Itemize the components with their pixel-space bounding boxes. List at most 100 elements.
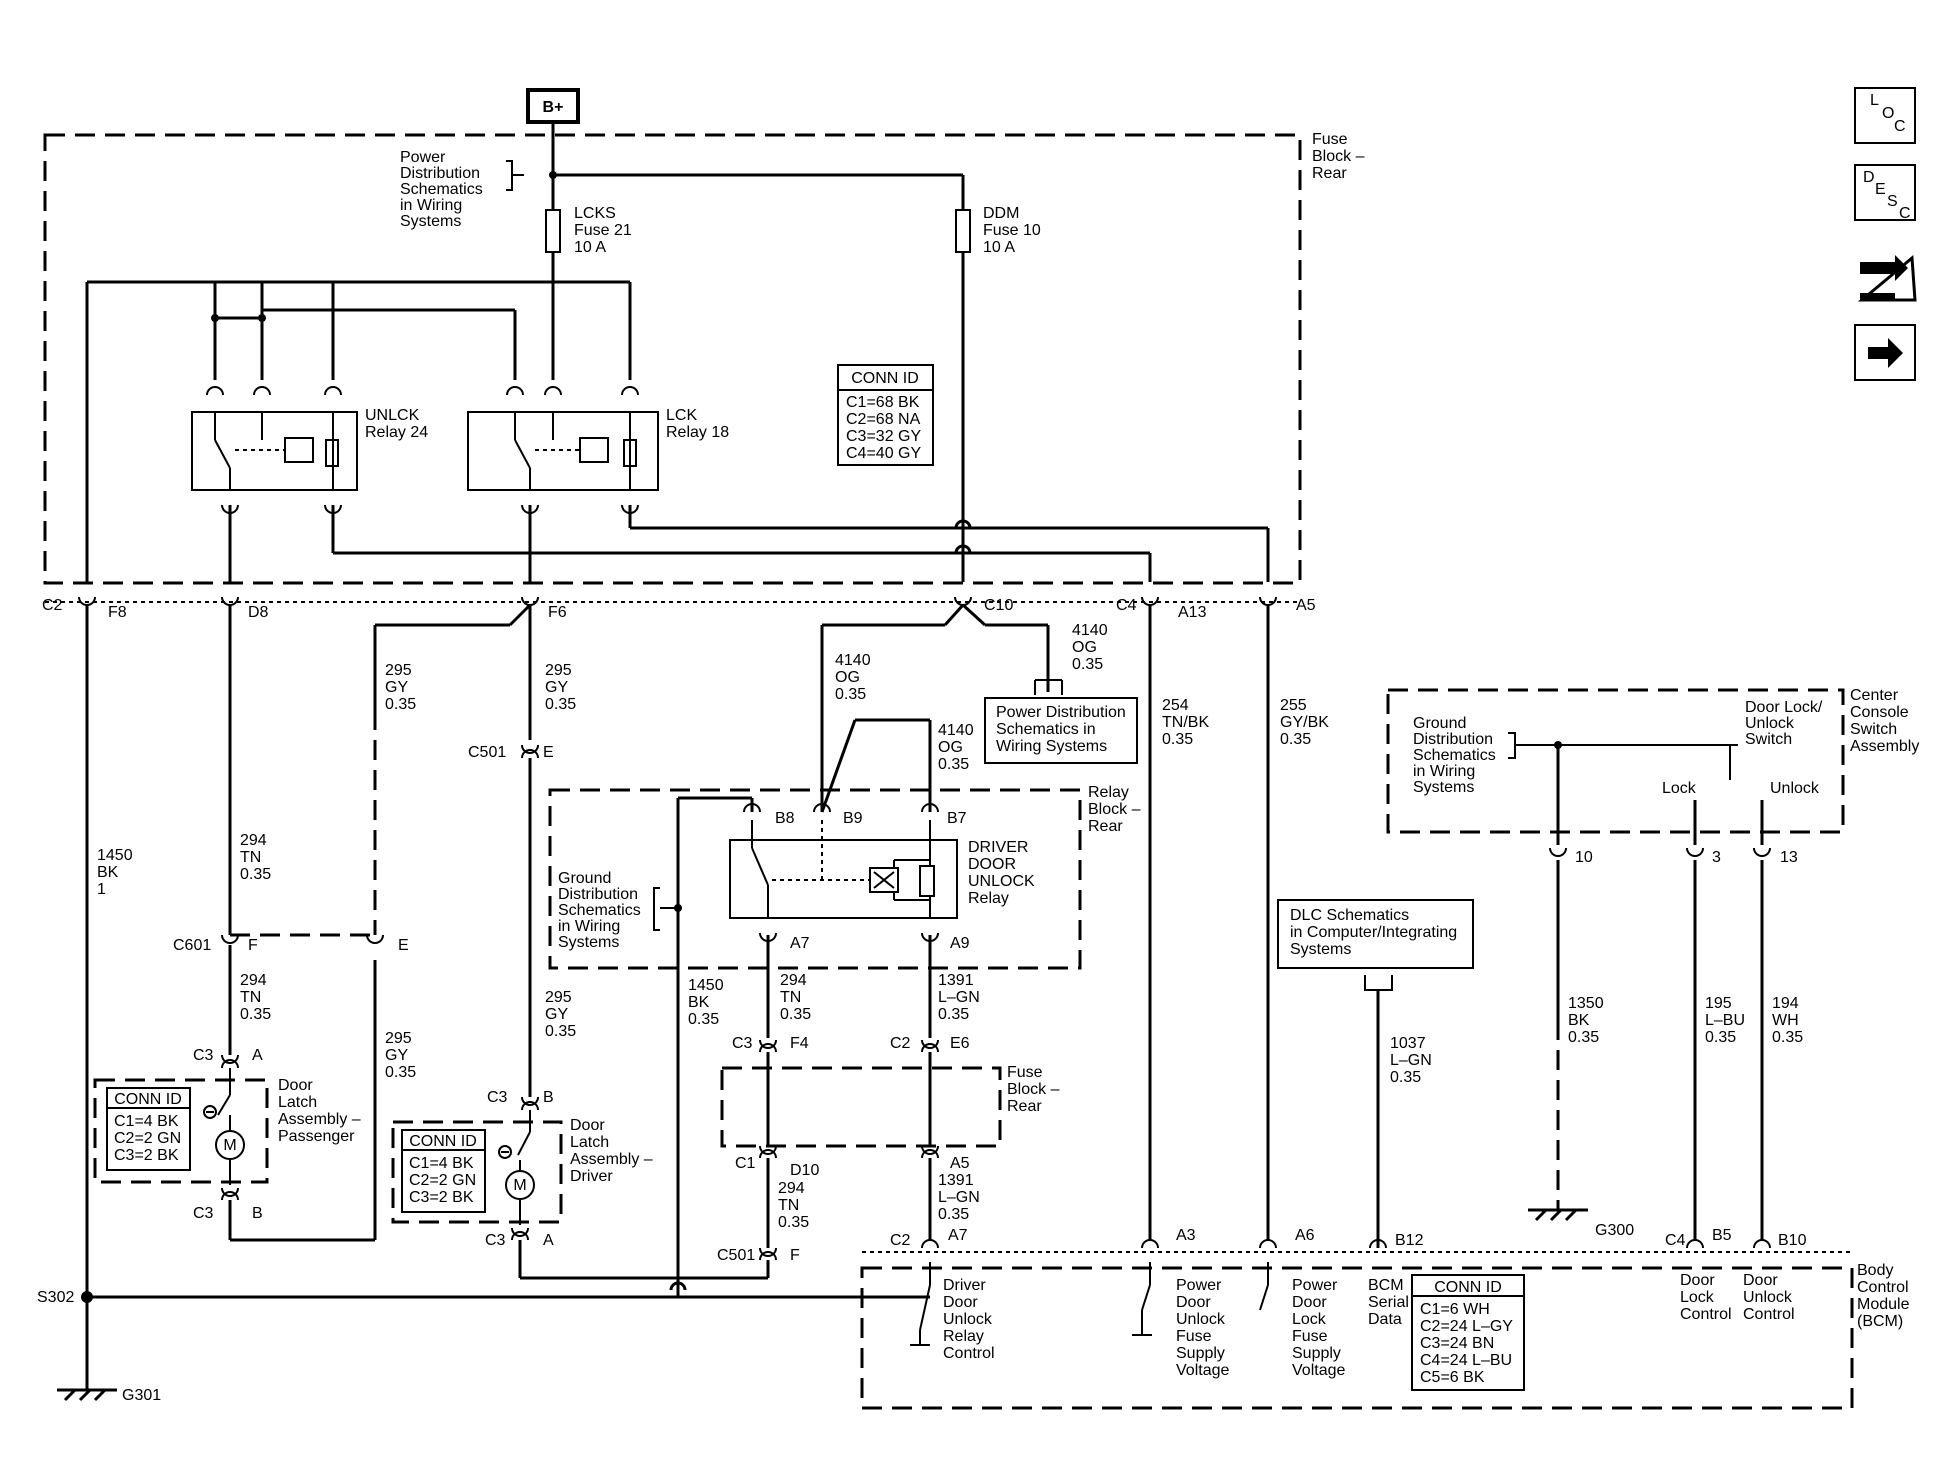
power-dist-top-label-line-5: Systems bbox=[400, 213, 461, 230]
bcm-driver-unlock-label-line-2: Door bbox=[943, 1294, 978, 1311]
conn-id-bcm-line-line-3: C3=24 BN bbox=[1420, 1335, 1494, 1352]
lck-relay-label-line-2: Relay 18 bbox=[666, 424, 729, 441]
power-dist-top-label-line-3: Schematics bbox=[400, 181, 483, 198]
relay-block-rear-label-line-1: Relay bbox=[1088, 784, 1129, 801]
conn-id-driver-line-line-2: C2=2 GN bbox=[409, 1172, 476, 1189]
relay-block-rear-label-line-3: Rear bbox=[1088, 818, 1123, 835]
driver-latch-label-line-1: Door bbox=[570, 1117, 605, 1134]
conn-id-bcm-line-line-5: C5=6 BK bbox=[1420, 1369, 1485, 1386]
conn-id-fuse-block-line-line-1: C1=68 BK bbox=[846, 394, 920, 411]
relay-block-rear-label-line-2: Block – bbox=[1088, 801, 1141, 818]
arrow-right-icon bbox=[1868, 338, 1903, 368]
lcks-fuse-label-line-1: LCKS bbox=[574, 205, 616, 222]
center-console-ground-label-line-4: in Wiring bbox=[1413, 763, 1475, 780]
ddm-fuse-label-line-2: Fuse 10 bbox=[983, 222, 1041, 239]
loc-icon[interactable] bbox=[1854, 87, 1916, 144]
passenger-latch-label-line-2: Latch bbox=[278, 1094, 317, 1111]
driver-latch-label-line-2: Latch bbox=[570, 1134, 609, 1151]
center-console-lock-label: Lock bbox=[1662, 780, 1697, 797]
driver-door-unlock-relay-label-line-4: Relay bbox=[968, 890, 1009, 907]
c601-conn: C601 bbox=[173, 937, 211, 954]
wire-195-line-2: L–BU bbox=[1705, 1012, 1745, 1029]
center-console-label-line-4: Assembly bbox=[1850, 738, 1919, 755]
wire-295-mid-line-1: 295 bbox=[545, 662, 572, 679]
bcm-lock-fuse-label-line-2: Door bbox=[1292, 1294, 1327, 1311]
wire-255-line-3: 0.35 bbox=[1280, 731, 1311, 748]
relay-block-rear-outline bbox=[548, 788, 1082, 970]
wire-1391-a-line-2: L–GN bbox=[938, 989, 980, 1006]
lower-c1-conn: C1 bbox=[735, 1155, 756, 1172]
desc-icon-letter: D bbox=[1863, 169, 1875, 186]
center-console-ground-label-line-1: Ground bbox=[1413, 715, 1466, 732]
wire-194-line-3: 0.35 bbox=[1772, 1029, 1803, 1046]
console-pin-3: 3 bbox=[1712, 849, 1721, 866]
passenger-pin-a: A bbox=[252, 1047, 263, 1064]
driver-latch-label-line-3: Assembly – bbox=[570, 1151, 653, 1168]
b-plus-label: B+ bbox=[543, 99, 564, 116]
bcm-pin-b10: B10 bbox=[1778, 1232, 1807, 1249]
c501-f-conn: C501 bbox=[717, 1247, 755, 1264]
power-dist-top-label-line-2: Distribution bbox=[400, 165, 480, 182]
wire-295-left-line-2: GY bbox=[385, 679, 408, 696]
pin-f6: F6 bbox=[548, 604, 567, 621]
passenger-latch-outline bbox=[93, 1078, 269, 1184]
c501-e-conn: C501 bbox=[468, 744, 506, 761]
pin-a7: A7 bbox=[790, 935, 810, 952]
bcm-lock-control-label-line-3: Control bbox=[1680, 1306, 1732, 1323]
wire-1450-left-line-3: 1 bbox=[97, 881, 106, 898]
bcm-driver-unlock-label-line-5: Control bbox=[943, 1345, 995, 1362]
desc-icon[interactable] bbox=[1854, 164, 1916, 221]
wiring-diagram-icon[interactable] bbox=[1857, 254, 1917, 302]
bcm-unlock-control-label-line-1: Door bbox=[1743, 1272, 1778, 1289]
fuse-block-lower-label-line-1: Fuse bbox=[1007, 1064, 1043, 1081]
wire-4140-b-line-1: 4140 bbox=[835, 652, 871, 669]
unlck-relay-label-line-1: UNLCK bbox=[365, 407, 420, 424]
wire-295-mid-line-3: 0.35 bbox=[545, 696, 576, 713]
wire-295-left-line-3: 0.35 bbox=[385, 696, 416, 713]
center-console-outline bbox=[1386, 688, 1845, 834]
lower-pin-d10: D10 bbox=[790, 1162, 819, 1179]
lck-relay-label-line-1: LCK bbox=[666, 407, 697, 424]
center-console-switch-label-line-3: Switch bbox=[1745, 731, 1792, 748]
ground-dist-relay-label-line-1: Ground bbox=[558, 870, 611, 887]
power-dist-box-label-line-1: Power Distribution bbox=[996, 704, 1126, 721]
bcm-c2-conn: C2 bbox=[890, 1232, 911, 1249]
conn-id-bcm-line-line-1: C1=6 WH bbox=[1420, 1301, 1490, 1318]
driver-door-unlock-relay-label-line-3: UNLOCK bbox=[968, 873, 1035, 890]
wire-4140-c-line-2: OG bbox=[938, 739, 963, 756]
g300-label: G300 bbox=[1595, 1222, 1634, 1239]
wire-1350-line-2: BK bbox=[1568, 1012, 1590, 1029]
svg-text:M: M bbox=[513, 1177, 526, 1194]
center-console-label-line-3: Switch bbox=[1850, 721, 1897, 738]
bcm-lock-fuse-label-line-3: Lock bbox=[1292, 1311, 1327, 1328]
wire-1450-left-line-1: 1450 bbox=[97, 847, 133, 864]
bcm-serial-label-line-3: Data bbox=[1368, 1311, 1402, 1328]
wire-195-line-3: 0.35 bbox=[1705, 1029, 1736, 1046]
lcks-fuse-icon bbox=[545, 209, 561, 253]
wire-294-low-line-3: 0.35 bbox=[778, 1214, 809, 1231]
conn-id-bcm-line-line-2: C2=24 L–GY bbox=[1420, 1318, 1513, 1335]
g301-ground-icon bbox=[57, 1388, 117, 1402]
wire-294-top-line-2: TN bbox=[240, 849, 261, 866]
wire-1391-b-line-2: L–GN bbox=[938, 1189, 980, 1206]
power-dist-box bbox=[984, 697, 1138, 764]
bcm-driver-unlock-label-line-4: Relay bbox=[943, 1328, 984, 1345]
b-plus-box bbox=[526, 88, 580, 124]
bcm-lock-control-label-line-1: Door bbox=[1680, 1272, 1715, 1289]
dlc-box-label-line-1: DLC Schematics bbox=[1290, 907, 1409, 924]
wire-294-mid-line-1: 294 bbox=[240, 972, 267, 989]
wire-195-line-1: 195 bbox=[1705, 995, 1732, 1012]
loc-icon-letter: L bbox=[1870, 92, 1879, 109]
pin-b9: B9 bbox=[843, 810, 863, 827]
pin-c10: C10 bbox=[984, 597, 1013, 614]
wire-4140-a-line-3: 0.35 bbox=[1072, 656, 1103, 673]
conn-id-fuse-block-line-line-4: C4=40 GY bbox=[846, 445, 921, 462]
power-dist-box-label-line-3: Wiring Systems bbox=[996, 738, 1107, 755]
fuse-block-rear-label-line-1: Fuse bbox=[1312, 131, 1348, 148]
wire-294-mid-line-2: TN bbox=[240, 989, 261, 1006]
next-page-button[interactable] bbox=[1854, 324, 1916, 381]
wire-295-right-line-3: 0.35 bbox=[385, 1064, 416, 1081]
wire-294-relay-line-1: 294 bbox=[780, 972, 807, 989]
